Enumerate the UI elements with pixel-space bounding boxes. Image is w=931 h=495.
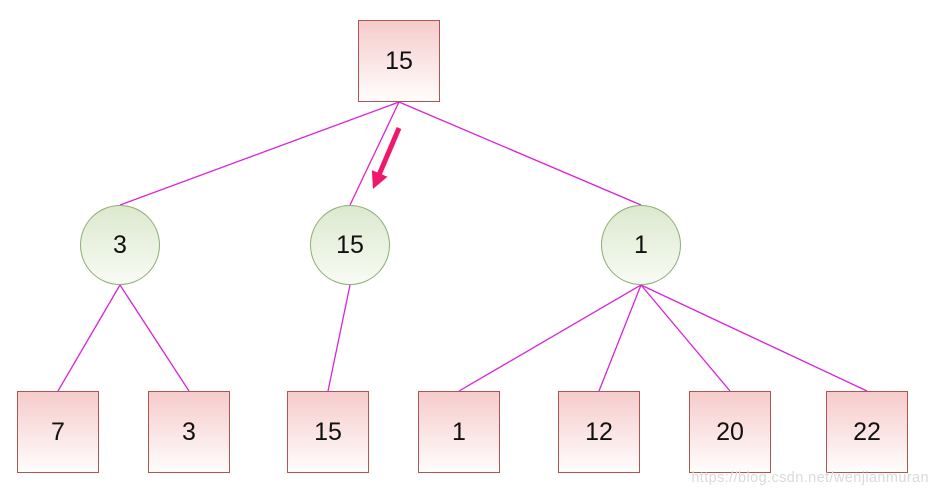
tree-edge-root-c1 (398, 101, 642, 206)
tree-edge-c1-leaf12 (598, 284, 642, 392)
highlight-arrow (371, 127, 402, 190)
tree-edge-c1-leaf1 (458, 284, 642, 392)
tree-edge-root-c15 (349, 101, 400, 206)
tree-edge-c1-leaf20 (640, 284, 731, 392)
tree-edge-c3-leaf7 (57, 284, 121, 392)
edge-lines (57, 101, 868, 392)
tree-edge-c1-leaf22 (640, 284, 868, 392)
tree-edge-c3-leaf3 (119, 284, 190, 392)
tree-edge-c15-leaf15 (327, 284, 351, 392)
tree-edge-root-c3 (119, 101, 400, 206)
watermark: https://blog.csdn.net/wenjianmuran (691, 470, 929, 486)
